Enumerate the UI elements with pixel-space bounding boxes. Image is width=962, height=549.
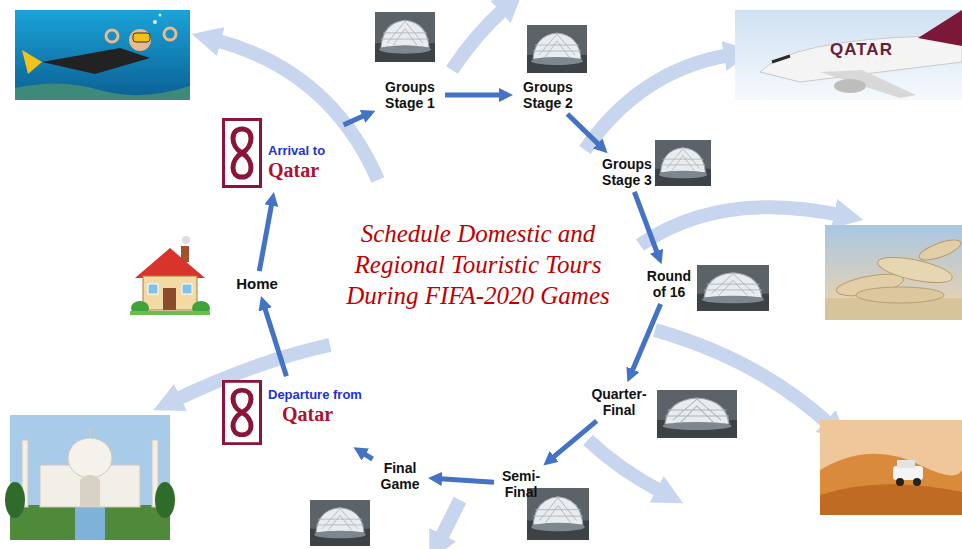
node-text: Semi-Final <box>498 468 544 500</box>
tour-arrow <box>585 55 730 150</box>
aircraft-livery-text: QATAR <box>830 40 893 60</box>
stage-node: Round of 16 <box>640 268 698 300</box>
airplane-photo <box>820 70 916 98</box>
flow-arrow <box>364 454 372 459</box>
node-text: Arrival to <box>268 144 340 159</box>
logo-node: Departure fromQatar <box>222 380 374 445</box>
house-icon <box>148 284 158 294</box>
diver-photo <box>15 10 190 100</box>
diver-photo <box>15 10 190 100</box>
taj-mahal-photo <box>80 475 100 507</box>
qatar-logo <box>222 118 262 188</box>
stadium-picture <box>657 390 737 438</box>
house-icon <box>182 284 192 294</box>
taj-mahal-photo <box>75 505 105 540</box>
desert-photo <box>820 454 962 515</box>
taj-mahal-photo <box>89 428 91 436</box>
stadium-picture <box>697 265 769 311</box>
node-text: Groups Stage 1 <box>379 79 441 111</box>
stage-node: Final Game <box>376 460 424 492</box>
airplane-photo <box>918 10 962 46</box>
airplane-photo <box>735 10 962 100</box>
flow-arrow <box>634 192 657 253</box>
desert-photo <box>820 484 962 515</box>
airplane-photo <box>772 56 790 62</box>
stadium-picture <box>310 12 769 546</box>
airplane-photo <box>834 79 866 93</box>
flow-arrow <box>567 114 598 144</box>
stage-node: Groups Stage 1 <box>379 79 441 111</box>
node-text: Groups Stage 2 <box>517 79 579 111</box>
flow-arrow <box>259 204 271 271</box>
house-icon <box>163 288 176 310</box>
desert-photo <box>913 478 921 486</box>
tour-arrow <box>640 207 840 245</box>
flow-arrow <box>553 421 597 458</box>
flow-arrow <box>265 308 287 376</box>
taj-mahal-photo <box>5 482 25 518</box>
flow-arrow <box>632 304 660 371</box>
museum-photo <box>856 287 944 303</box>
desert-photo <box>897 460 915 468</box>
house-icon <box>182 236 190 244</box>
taj-mahal-photo <box>10 415 170 540</box>
desert-photo <box>893 466 923 480</box>
desert-photo <box>896 478 904 486</box>
stage-node: Semi-Final <box>498 468 544 500</box>
tour-arrow <box>440 500 460 540</box>
stage-node: Groups Stage 2 <box>517 79 579 111</box>
flow-arrow <box>344 116 364 125</box>
qatar-logo <box>222 118 262 188</box>
flow-arrow <box>441 479 494 483</box>
desert-photo <box>820 420 962 515</box>
diagram-title: Schedule Domestic and Regional Touristic… <box>333 218 623 311</box>
node-text: Qatar <box>268 159 340 181</box>
diver-photo <box>159 14 162 17</box>
diver-photo <box>164 28 176 40</box>
stage-node: Home <box>230 275 284 292</box>
stadium-picture <box>527 25 587 73</box>
stage-node: Groups Stage 3 <box>596 156 658 188</box>
qatar-logo <box>222 380 262 445</box>
taj-mahal-photo <box>10 505 170 540</box>
diver-photo <box>15 83 190 100</box>
diver-photo <box>22 50 42 74</box>
diver-photo <box>42 48 150 74</box>
stage-node: Quarter-Final <box>588 386 650 418</box>
tour-arrow <box>452 8 505 70</box>
node-text: Qatar <box>268 403 374 425</box>
house-icon <box>135 248 205 278</box>
node-text: Round of 16 <box>640 268 698 300</box>
house-icon <box>143 276 197 310</box>
taj-mahal-photo <box>5 415 175 540</box>
taj-mahal-photo <box>155 482 175 518</box>
stadium-picture <box>655 140 711 186</box>
museum-photo <box>825 225 962 320</box>
node-text: Departure from <box>268 388 374 403</box>
flow-arrow <box>445 93 500 98</box>
logo-node: Arrival toQatar <box>222 118 340 188</box>
airplane-photo <box>735 10 962 100</box>
museum-photo <box>917 236 962 264</box>
taj-mahal-photo <box>68 438 112 478</box>
diver-photo <box>129 29 151 51</box>
stadium-picture <box>375 12 435 62</box>
museum-photo <box>825 225 962 320</box>
house-icon <box>130 236 210 315</box>
diver-photo <box>153 20 157 24</box>
node-text: Final Game <box>376 460 424 492</box>
diver-photo <box>133 33 150 42</box>
tour-arrow <box>588 440 662 492</box>
node-text: Quarter-Final <box>588 386 650 418</box>
diver-photo <box>106 30 118 42</box>
house-icon <box>130 311 210 315</box>
stadium-picture <box>310 500 370 546</box>
node-text: Groups Stage 3 <box>596 156 658 188</box>
museum-photo <box>876 252 954 287</box>
qatar-logo <box>222 380 262 445</box>
node-text: Home <box>230 275 284 292</box>
